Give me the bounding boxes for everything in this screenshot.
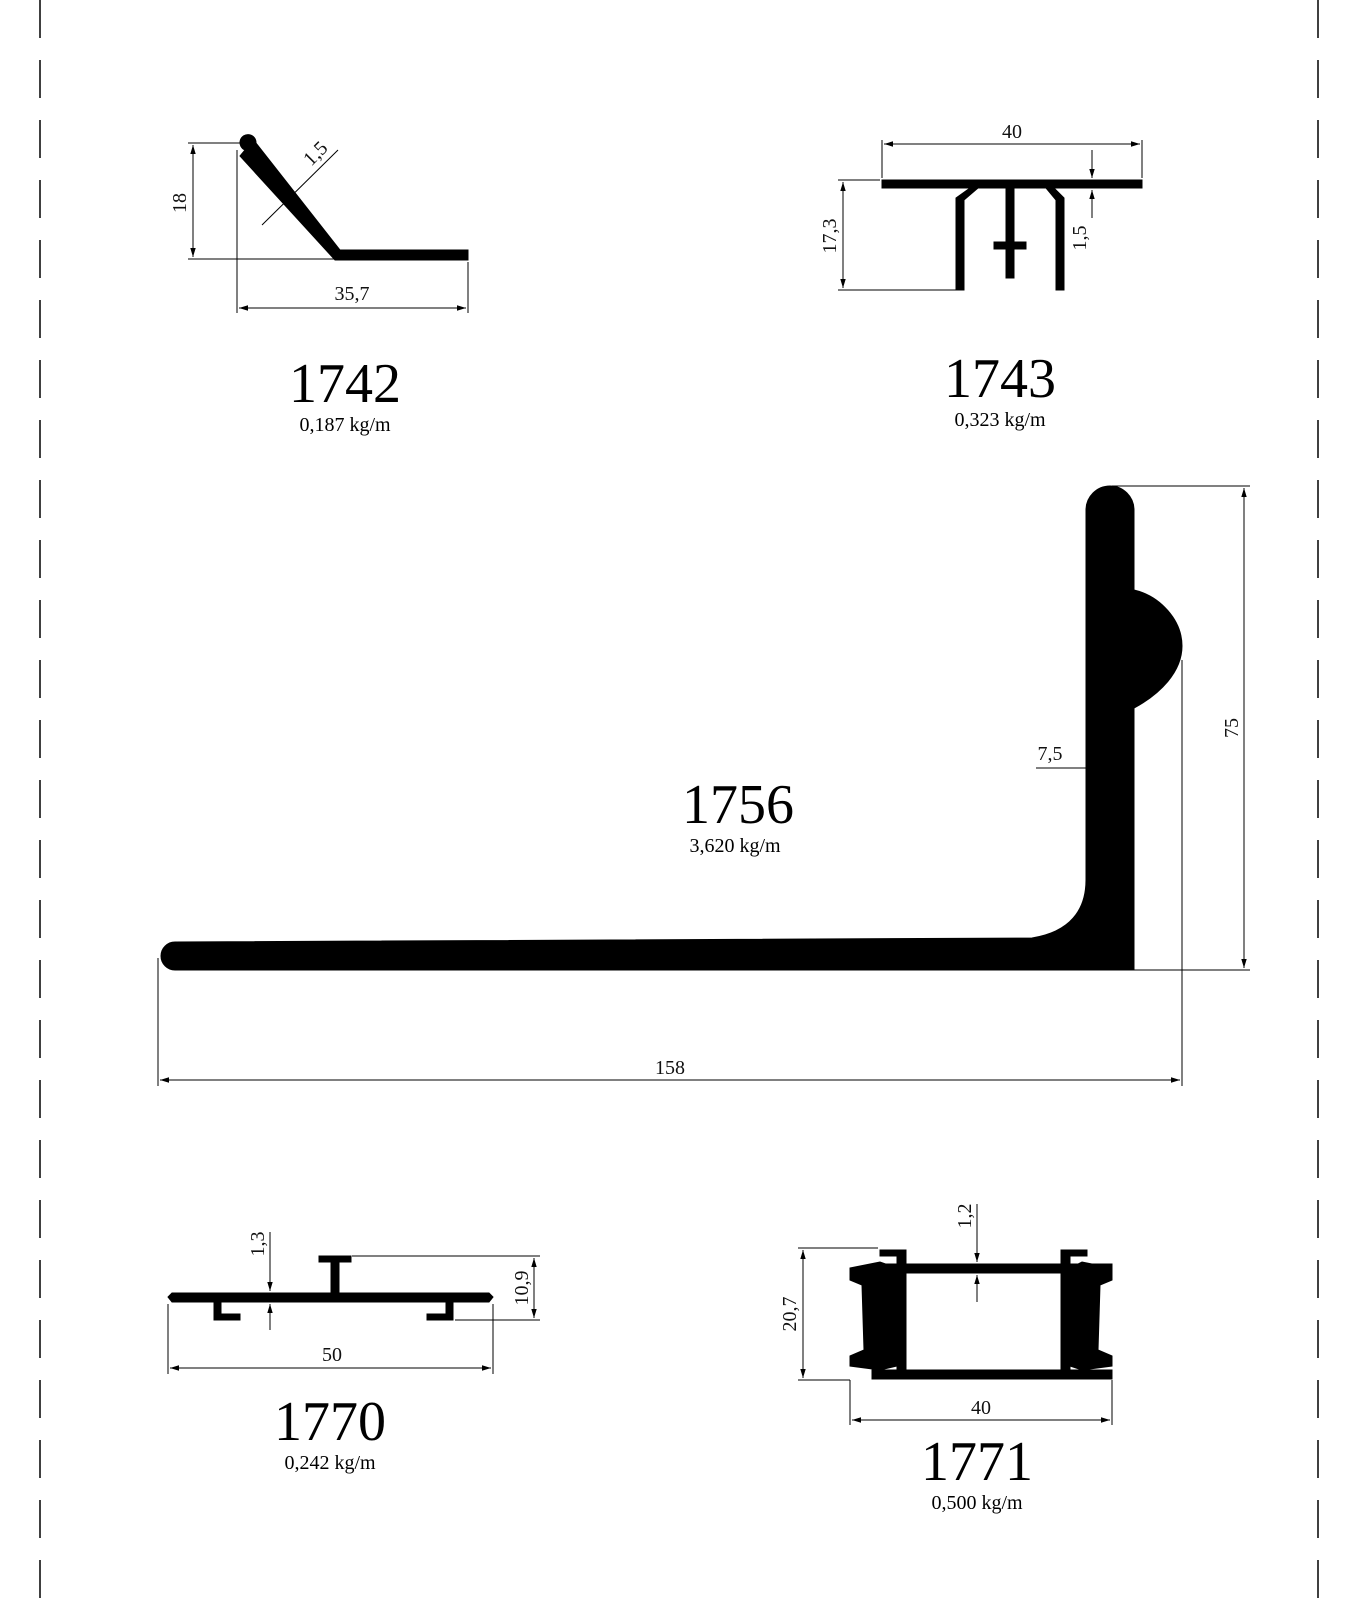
profile-1742-code: 1742: [289, 353, 401, 415]
profile-1742-weight: 0,187 kg/m: [299, 414, 391, 436]
profile-1743-code: 1743: [944, 348, 1056, 410]
profile-1743-thickness-dim: 1,5: [1069, 226, 1091, 251]
profile-1742-thickness-dim: 1,5: [299, 137, 332, 170]
profile-1770-code: 1770: [274, 1391, 386, 1453]
profile-1756-code: 1756: [682, 774, 794, 836]
profile-1770: 50 10,9 1,3 1770 0,242 kg/m: [167, 1232, 540, 1474]
profile-1743-width-dim: 40: [1002, 121, 1022, 143]
profile-1756-width-dim: 158: [655, 1057, 685, 1079]
profile-1742-shape: [239, 134, 469, 261]
profile-1770-height-dim: 10,9: [511, 1271, 533, 1306]
profile-1743-shape: [881, 179, 1143, 291]
profile-1756-shape: [160, 485, 1183, 971]
profile-1742-height-dim: 18: [169, 193, 191, 213]
profile-1756: 75 158 7,5 1756 3,620 kg/m: [157, 485, 1250, 1086]
profile-1771-shape: [849, 1249, 1113, 1380]
profile-1742: 18 35,7 1,5 1742 0,187 kg/m: [169, 134, 469, 436]
profile-1770-shape: [167, 1255, 494, 1321]
profile-1770-thickness-dim: 1,3: [247, 1232, 269, 1257]
profile-1756-height-dim: 75: [1221, 718, 1243, 738]
profile-1771-thickness-dim: 1,2: [954, 1204, 976, 1229]
profile-1771-code: 1771: [921, 1431, 1033, 1493]
profile-1770-weight: 0,242 kg/m: [284, 1452, 376, 1474]
profile-1742-width-dim: 35,7: [335, 283, 370, 305]
profile-1743: 40 17,3 1,5 1743 0,323 kg/m: [819, 121, 1143, 431]
profile-1771-weight: 0,500 kg/m: [931, 1492, 1023, 1514]
profile-1771: 40 20,7 1,2 1771 0,500 kg/m: [779, 1204, 1113, 1514]
profile-1756-weight: 3,620 kg/m: [689, 835, 781, 857]
profile-1756-thickness-dim: 7,5: [1038, 743, 1063, 765]
profile-1743-weight: 0,323 kg/m: [954, 409, 1046, 431]
profile-1770-width-dim: 50: [322, 1344, 342, 1366]
profile-1771-width-dim: 40: [971, 1397, 991, 1419]
profile-1743-height-dim: 17,3: [819, 219, 841, 254]
profile-1771-height-dim: 20,7: [779, 1297, 801, 1332]
